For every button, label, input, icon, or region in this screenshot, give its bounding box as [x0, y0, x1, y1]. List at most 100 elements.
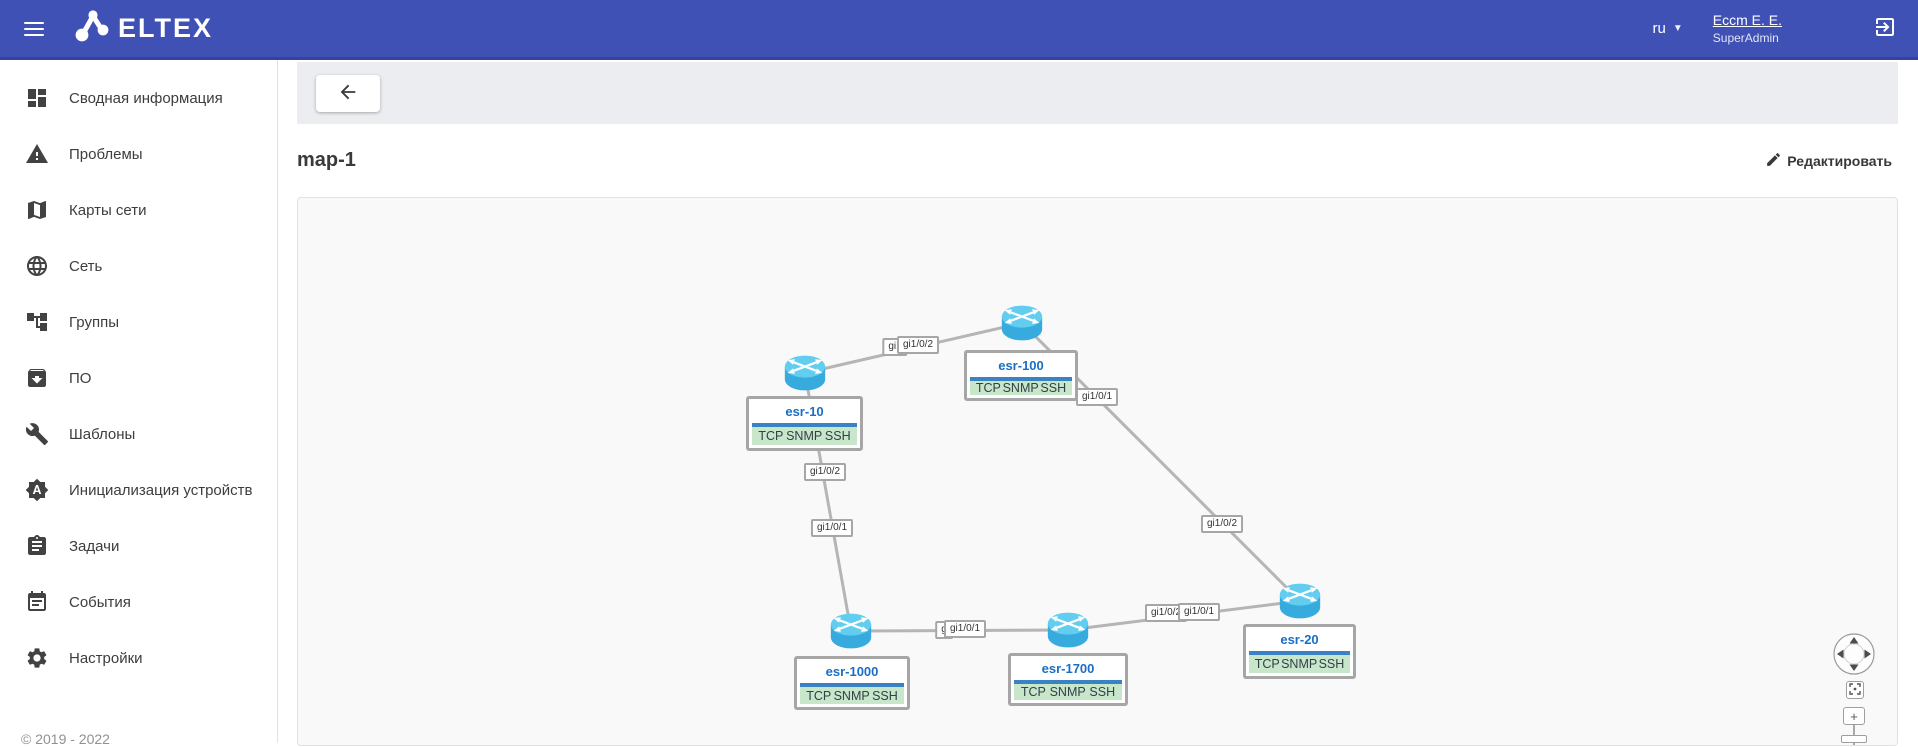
device-card-divider: [752, 423, 857, 427]
sidebar-item-label: Сеть: [69, 257, 103, 275]
sidebar-item-groups[interactable]: Группы: [0, 294, 277, 350]
device-card-divider: [970, 377, 1072, 381]
edit-map-button[interactable]: Редактировать: [1759, 150, 1898, 172]
router-node-icon[interactable]: [783, 354, 827, 392]
arrow-back-icon: [337, 81, 359, 106]
zoom-in-button[interactable]: +: [1843, 707, 1865, 725]
wrench-icon: [25, 422, 49, 446]
sidebar-item-label: Карты сети: [69, 201, 147, 219]
language-selector[interactable]: ru ▼: [1653, 20, 1683, 37]
sidebar-item-label: Настройки: [69, 649, 143, 667]
page-title: map-1: [297, 149, 356, 171]
sidebar-item-network[interactable]: Сеть: [0, 238, 277, 294]
protocol-badge: SSH: [824, 429, 851, 443]
protocol-badge: SSH: [1040, 381, 1067, 395]
sidebar-item-events[interactable]: События: [0, 574, 277, 630]
zoom-slider-handle[interactable]: [1841, 735, 1867, 743]
link-interface-label: gi1/0/2: [896, 336, 940, 354]
device-name: esr-10: [785, 404, 824, 419]
protocol-badge: SSH: [1318, 657, 1345, 671]
link-interface-label: gi1/0/1: [810, 519, 854, 537]
center-focus-icon: [1849, 682, 1861, 698]
user-name: Eccm E. E.: [1712, 12, 1782, 28]
router-node-icon[interactable]: [1278, 582, 1322, 620]
sidebar-item-settings[interactable]: Настройки: [0, 630, 277, 686]
sidebar-item-network-maps[interactable]: Карты сети: [0, 182, 277, 238]
user-role: SuperAdmin: [1712, 31, 1779, 45]
device-name: esr-100: [998, 358, 1044, 373]
globe-icon: [25, 254, 49, 278]
logout-button[interactable]: [1872, 16, 1898, 42]
protocol-badge: SNMP: [786, 429, 823, 443]
device-name: esr-1000: [825, 664, 879, 679]
protocol-badge: SNMP: [833, 688, 870, 703]
menu-icon[interactable]: [24, 21, 44, 36]
sidebar-item-tasks[interactable]: Задачи: [0, 518, 277, 574]
sidebar-item-label: Шаблоны: [69, 425, 136, 443]
calendar-icon: [25, 590, 49, 614]
protocol-badge: SNMP: [1002, 381, 1039, 395]
protocol-badge: SNMP: [1281, 657, 1318, 671]
clipboard-icon: [25, 534, 49, 558]
copyright: © 2019 - 2022: [21, 731, 110, 747]
app-header: ELTEX ru ▼ Eccm E. E. SuperAdmin: [0, 0, 1918, 60]
protocol-badge: TCP: [758, 429, 784, 443]
link-interface-label: gi1/0/1: [1075, 388, 1119, 406]
gear-icon: [25, 646, 49, 670]
chevron-down-icon: ▼: [1672, 23, 1683, 34]
language-value: ru: [1652, 20, 1666, 37]
eltex-logo[interactable]: ELTEX: [74, 7, 213, 50]
router-node-icon[interactable]: [1000, 304, 1044, 342]
auto-init-icon: [25, 478, 49, 502]
sidebar-item-device-init[interactable]: Инициализация устройств: [0, 462, 277, 518]
sidebar-item-label: Сводная информация: [69, 89, 223, 107]
fit-to-screen-button[interactable]: [1846, 681, 1864, 699]
sidebar-item-label: События: [69, 593, 131, 611]
groups-icon: [25, 310, 49, 334]
protocol-badge: SSH: [872, 688, 898, 703]
back-button[interactable]: [316, 74, 380, 112]
router-node-icon[interactable]: [1046, 611, 1090, 649]
sidebar-item-software[interactable]: ПО: [0, 350, 277, 406]
sidebar-item-problems[interactable]: Проблемы: [0, 126, 277, 182]
sidebar-item-templates[interactable]: Шаблоны: [0, 406, 277, 462]
device-name: esr-1700: [1041, 661, 1095, 676]
sidebar-item-summary[interactable]: Сводная информация: [0, 70, 277, 126]
user-menu[interactable]: Eccm E. E. SuperAdmin: [1713, 12, 1782, 45]
protocol-badge: TCP: [1020, 685, 1046, 699]
protocol-badge: TCP: [806, 688, 832, 703]
brand-name: ELTEX: [118, 13, 214, 43]
protocol-badge: TCP: [975, 381, 1001, 395]
pan-compass-control[interactable]: [1832, 632, 1876, 681]
protocol-badge: TCP: [1254, 657, 1280, 671]
link-interface-label: gi1/0/1: [943, 620, 987, 638]
dashboard-icon: [25, 86, 49, 110]
map-icon: [25, 198, 49, 222]
link-interface-label: gi1/0/2: [1200, 515, 1244, 533]
eltex-logo-mark-icon: [74, 7, 112, 50]
warning-icon: [25, 142, 49, 166]
protocol-badge: SNMP: [1049, 685, 1086, 699]
link-interface-label: gi1/0/1: [1177, 603, 1221, 621]
logout-icon: [1873, 15, 1897, 42]
device-card-divider: [1014, 680, 1122, 684]
device-card-divider: [1249, 651, 1350, 655]
router-node-icon[interactable]: [829, 612, 873, 650]
sidebar-item-label: Группы: [69, 313, 119, 331]
sidebar-item-label: Задачи: [69, 537, 120, 555]
device-card-divider: [800, 683, 904, 687]
device-name: esr-20: [1280, 632, 1319, 647]
sidebar-item-label: Инициализация устройств: [69, 481, 253, 499]
